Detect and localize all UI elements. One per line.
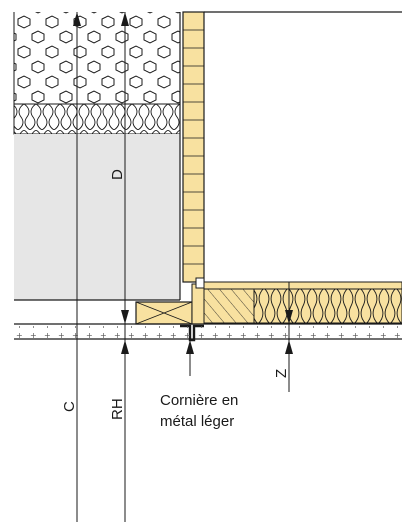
timber-wall-column [182,11,205,283]
arrow-angle-bottom [186,340,194,354]
floor-assembly [203,281,402,324]
arrow-z-bottom [285,340,293,354]
arrow-rh-bottom [121,340,129,354]
base-concrete-slab [14,323,402,340]
dimension-arrowheads [73,12,293,354]
angle-callout-note: Cornière en métal léger [160,390,238,432]
grey-wall-zone [14,12,181,301]
dimension-label-d: D [109,169,126,180]
angle-callout-line2: métal léger [160,413,235,430]
base-timber-blocks [135,277,205,325]
arrow-z-top [285,310,293,324]
angle-callout-line1: Cornière en [160,392,239,409]
dimension-lines [14,12,290,522]
arrow-d-bottom [121,310,129,324]
arrow-c-top [73,12,81,26]
dimension-label-z: Z [273,369,290,378]
dimension-label-c: C [61,401,78,412]
upper-slab-hex-fill [13,12,180,104]
dimension-label-rh: RH [109,398,126,420]
arrow-rh-top [121,12,129,26]
upper-insulation-layer [13,103,181,135]
